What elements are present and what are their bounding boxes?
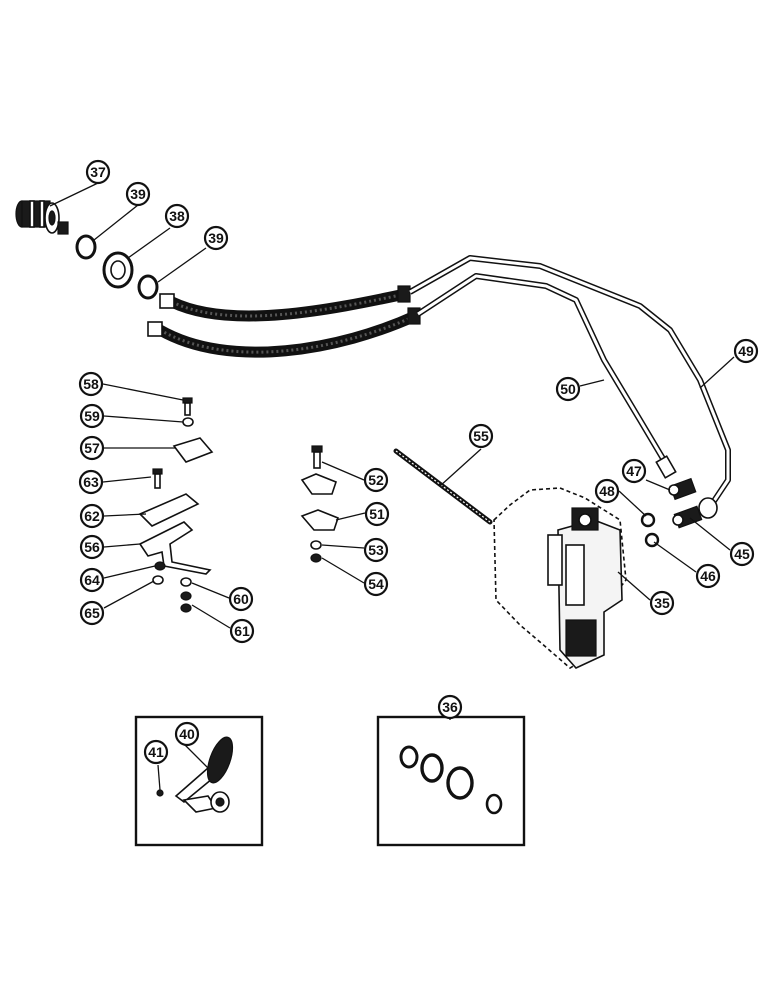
nut-61 [180, 591, 192, 613]
fitting-47 [668, 477, 697, 501]
svg-text:53: 53 [368, 542, 384, 558]
leader-lines [49, 182, 735, 791]
callout-50: 50 [555, 376, 581, 402]
callout-35: 35 [649, 590, 675, 616]
svg-text:38: 38 [169, 208, 185, 224]
svg-text:51: 51 [369, 506, 385, 522]
washer-59 [182, 417, 194, 427]
callout-64: 64 [79, 567, 105, 593]
callout-40: 40 [174, 721, 200, 747]
callout-56: 56 [79, 534, 105, 560]
bracket-56 [138, 521, 212, 575]
svg-text:45: 45 [734, 546, 750, 562]
tube-49 [408, 255, 731, 519]
svg-text:48: 48 [599, 483, 615, 499]
svg-text:37: 37 [90, 164, 106, 180]
washer-60 [180, 577, 192, 587]
svg-text:35: 35 [654, 595, 670, 611]
svg-text:39: 39 [208, 230, 224, 246]
callout-55: 55 [468, 423, 494, 449]
callout-54: 54 [363, 571, 389, 597]
seal-ring-39-upper [75, 234, 97, 260]
callout-47: 47 [621, 458, 647, 484]
callout-52: 52 [363, 467, 389, 493]
washer-65 [152, 575, 164, 585]
svg-text:47: 47 [626, 463, 642, 479]
svg-text:39: 39 [130, 186, 146, 202]
control-valve-35 [493, 487, 627, 669]
inset-box-lever [134, 715, 264, 847]
svg-text:64: 64 [84, 572, 100, 588]
svg-text:58: 58 [83, 376, 99, 392]
svg-text:55: 55 [473, 428, 489, 444]
callout-63: 63 [78, 469, 104, 495]
callout-39-upper: 39 [125, 181, 151, 207]
callout-37: 37 [85, 159, 111, 185]
callout-51: 51 [364, 501, 390, 527]
seal-38 [102, 251, 134, 289]
bolt-58 [182, 397, 193, 416]
plate-62 [138, 493, 200, 527]
nut-54 [310, 553, 322, 563]
bolt-63 [152, 468, 163, 489]
coupler-37 [15, 200, 69, 235]
svg-text:54: 54 [368, 576, 384, 592]
bolt-52 [311, 445, 323, 469]
washer-53 [310, 540, 322, 550]
o-ring-48 [640, 512, 656, 528]
nut-64 [154, 561, 166, 571]
callout-49: 49 [733, 338, 759, 364]
callout-48: 48 [594, 478, 620, 504]
svg-text:63: 63 [83, 474, 99, 490]
bracket-57 [172, 437, 214, 463]
callout-39-lower: 39 [203, 225, 229, 251]
svg-text:61: 61 [234, 623, 250, 639]
callout-41: 41 [143, 739, 169, 765]
svg-text:49: 49 [738, 343, 754, 359]
svg-text:41: 41 [148, 744, 164, 760]
svg-text:50: 50 [560, 381, 576, 397]
callout-65: 65 [79, 600, 105, 626]
callout-46: 46 [695, 563, 721, 589]
svg-text:60: 60 [233, 591, 249, 607]
svg-text:65: 65 [84, 605, 100, 621]
svg-text:36: 36 [442, 699, 458, 715]
svg-text:52: 52 [368, 472, 384, 488]
callout-38: 38 [164, 203, 190, 229]
svg-text:57: 57 [84, 440, 100, 456]
callout-57: 57 [79, 435, 105, 461]
tube-50 [416, 273, 677, 479]
svg-text:46: 46 [700, 568, 716, 584]
svg-text:59: 59 [84, 408, 100, 424]
fitting-45 [672, 505, 703, 529]
callout-58: 58 [78, 371, 104, 397]
callout-61: 61 [229, 618, 255, 644]
callout-60: 60 [228, 586, 254, 612]
seal-ring-39-lower [137, 274, 159, 300]
threaded-rod-55 [393, 448, 493, 525]
svg-text:62: 62 [84, 508, 100, 524]
svg-text:40: 40 [179, 726, 195, 742]
callout-59: 59 [79, 403, 105, 429]
hydraulic-hoses [147, 285, 421, 358]
callout-45: 45 [729, 541, 755, 567]
callout-36: 36 [437, 694, 463, 720]
inset-box-seal-kit [376, 715, 526, 847]
clamp-51-upper [300, 473, 337, 495]
clamp-51-lower [300, 509, 339, 531]
svg-text:56: 56 [84, 539, 100, 555]
callout-53: 53 [363, 537, 389, 563]
callout-62: 62 [79, 503, 105, 529]
